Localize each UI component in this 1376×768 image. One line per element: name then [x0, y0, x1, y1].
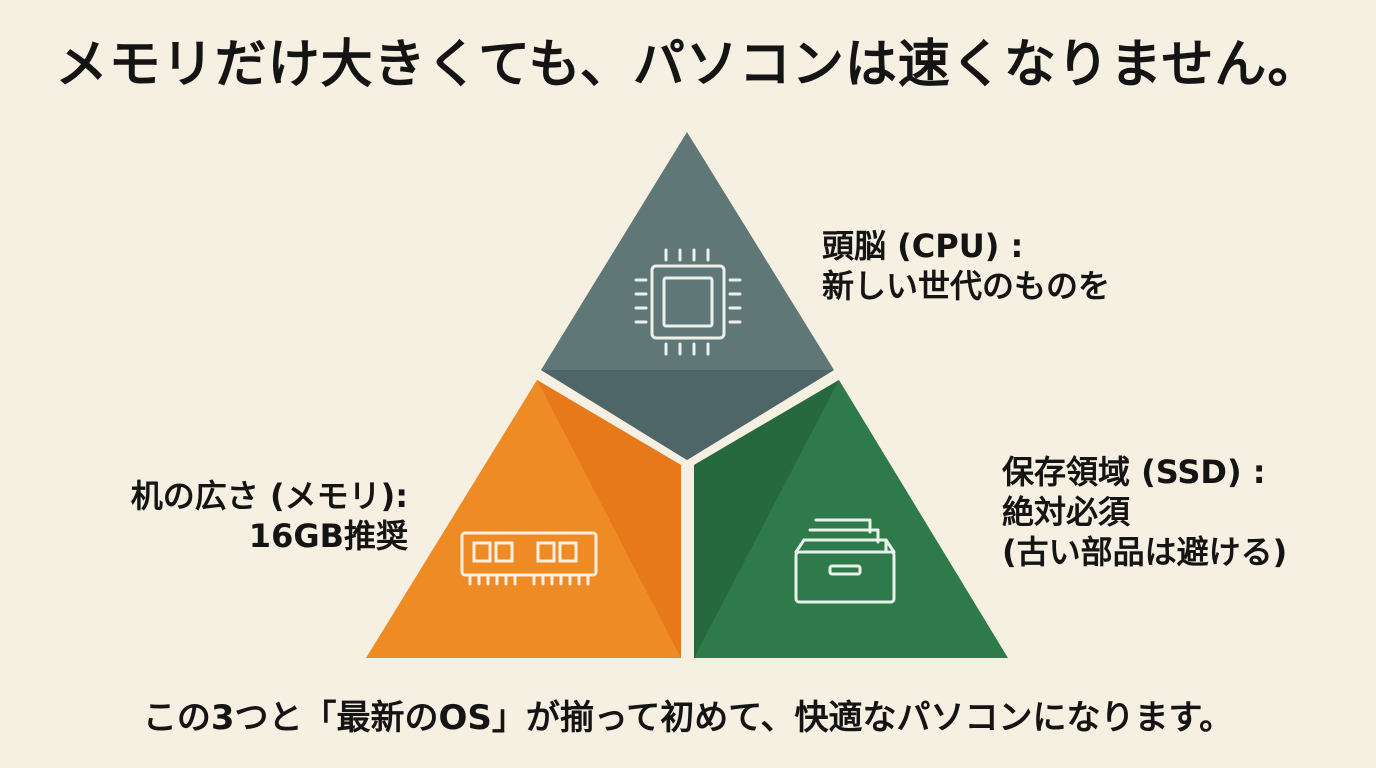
memory-label-desc: 16GB推奨 — [248, 517, 408, 555]
storage-label-desc: 絶対必須 — [1002, 493, 1131, 531]
ram-module-icon — [460, 531, 598, 586]
storage-label: 保存領域 (SSD) : 絶対必須 (古い部品は避ける) — [1002, 452, 1287, 572]
memory-segment — [366, 380, 681, 658]
storage-label-note: (古い部品は避ける) — [1002, 533, 1288, 571]
cpu-label-title: 頭脳 (CPU) : — [822, 227, 1024, 265]
memory-label: 机の広さ (メモリ): 16GB推奨 — [98, 476, 408, 556]
storage-drawer-icon — [794, 518, 896, 604]
cpu-chip-icon — [634, 248, 742, 356]
page-title: メモリだけ大きくても、パソコンは速くなりません。 — [55, 35, 1321, 95]
memory-label-title: 机の広さ (メモリ): — [130, 477, 408, 515]
storage-label-title: 保存領域 (SSD) : — [1002, 453, 1266, 491]
cpu-label-desc: 新しい世代のものを — [822, 267, 1111, 305]
footer-message: この3つと「最新のOS」が揃って初めて、快適なパソコンになります。 — [142, 698, 1234, 738]
cpu-label: 頭脳 (CPU) : 新しい世代のものを — [822, 226, 1110, 306]
cpu-segment — [541, 132, 834, 460]
